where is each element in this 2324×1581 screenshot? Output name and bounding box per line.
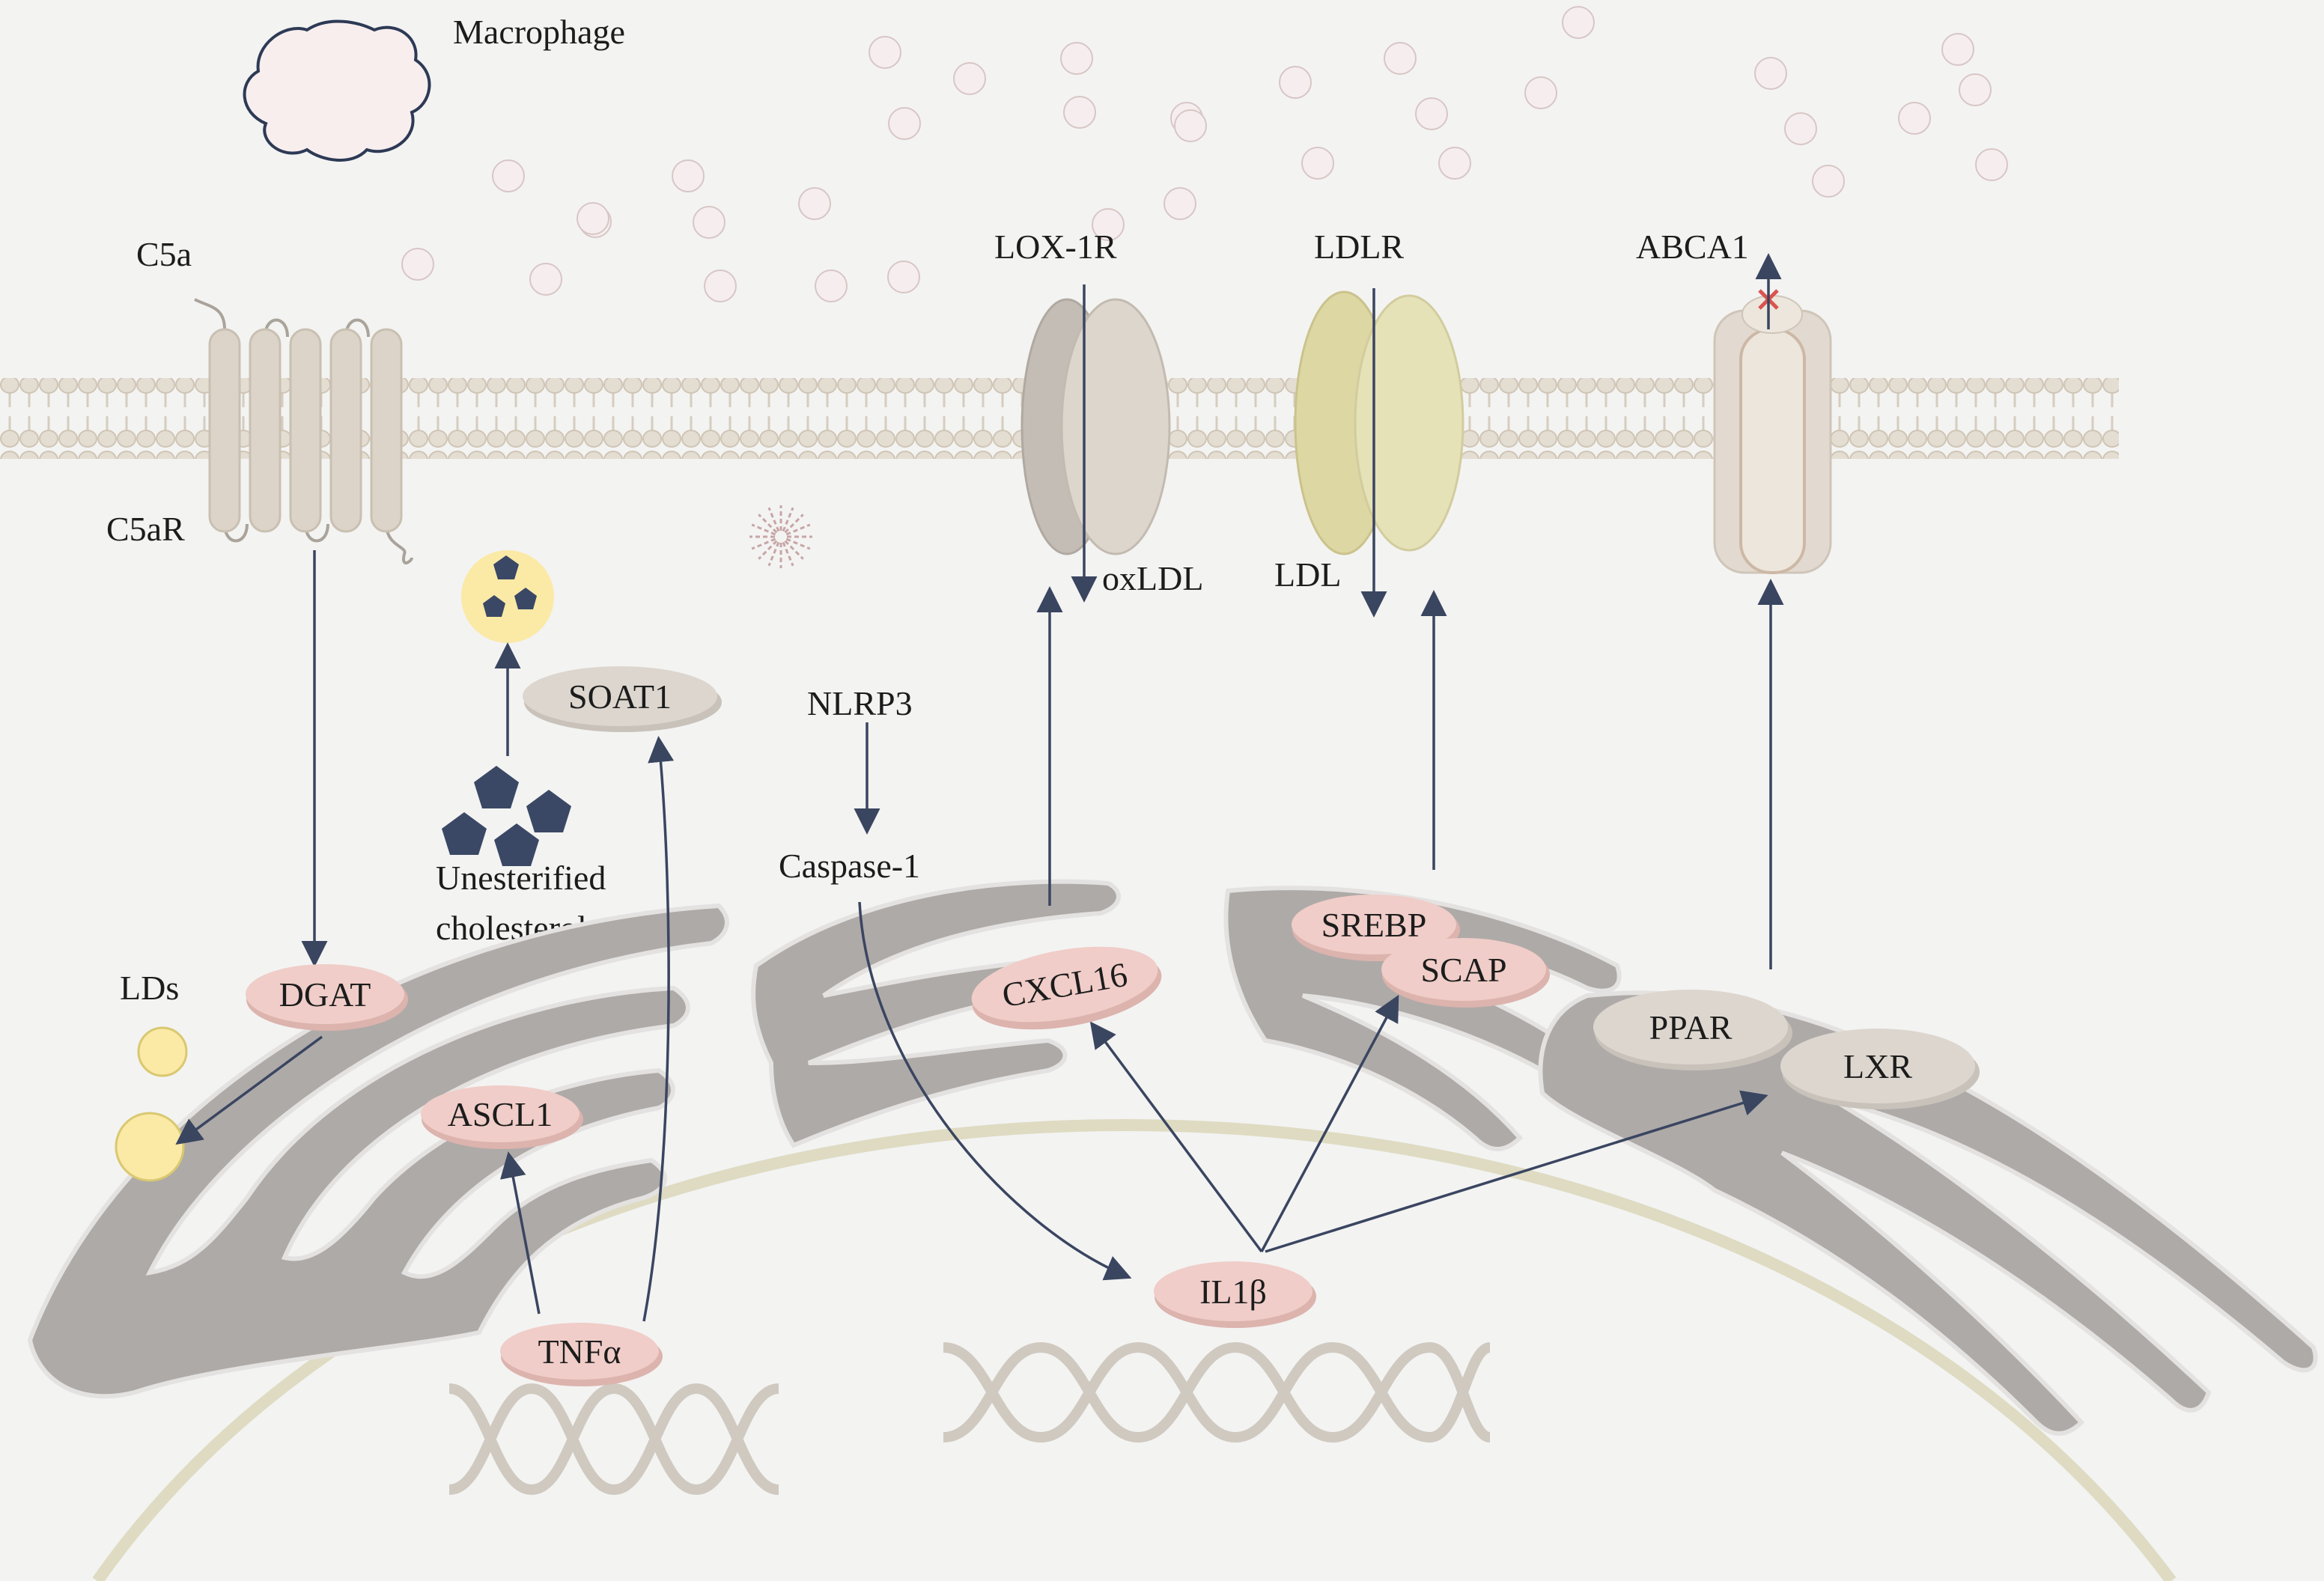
starburst-ray [751,523,776,536]
lds-label: LDs [120,969,179,1007]
arrow-il1b-to-scap [1260,994,1399,1252]
dgat-label: DGAT [279,975,371,1014]
starburst-ray [784,540,804,560]
lipid-droplet-small [137,1026,188,1077]
ldl-particle [1163,187,1196,220]
ldl-particle [1174,109,1207,142]
pathway-arrows [175,253,1784,1322]
ldl-particle [1784,112,1817,145]
ldl-particle [869,36,901,69]
ldl-particle [693,206,726,239]
lipid-droplet-large [115,1112,185,1182]
ldl-particle [1812,165,1845,198]
soat1-node: SOAT1 [523,666,722,732]
starburst-ray [767,507,780,532]
macrophage-label: Macrophage [453,13,625,51]
ldl-particle [672,159,705,192]
ascl1-node: ASCL1 [421,1085,583,1149]
ldl-particle [577,202,609,235]
arrow-tnfa-to-ascl1 [500,1151,541,1315]
lox1r-receptor [1020,298,1171,555]
ldl-particle [1975,148,2008,181]
starburst-icon [749,505,812,568]
srebp-node: SREBP [1292,895,1460,961]
starburst-ray [785,537,811,550]
starburst-ray [767,541,780,567]
ldl-particle [1384,42,1417,75]
lox1r-label: LOX-1R [994,228,1117,266]
ldl-particle [1301,147,1334,180]
ldl-particle [1060,42,1093,75]
arrow-dgat-to-ld [175,1035,323,1145]
ldlr-receptor [1294,290,1464,555]
lxr-node: LXR [1780,1029,1980,1109]
ldl-particle [1959,73,1992,106]
ldl-particle [953,62,986,95]
macrophage-cell [243,19,431,162]
ascl1-label: ASCL1 [448,1095,553,1133]
abca1-label: ABCA1 [1636,228,1749,266]
nlrp3-label: NLRP3 [807,684,913,722]
endoplasmic-reticulum [27,879,2318,1436]
c5a-label: C5a [136,235,192,273]
abca1-transporter [1713,295,1832,574]
il1b-node: IL1β [1154,1261,1316,1328]
starburst-ray [784,514,804,534]
ldl-particle [1092,208,1125,241]
starburst-ray [782,507,794,532]
caspase1-label: Caspase-1 [779,847,920,885]
tnfa-label: TNFα [538,1332,621,1371]
soat1-label: SOAT1 [568,677,672,716]
esterified-cholesterol-icon [483,555,537,617]
arrow-il1b-to-lxr [1265,1090,1768,1253]
esterified-cholesterol-droplet [461,550,554,643]
starburst-ray [782,541,794,567]
tnfa-node: TNFα [500,1323,663,1386]
cxcl16-node: CXCL16 [971,946,1162,1030]
ldl-particle [1415,97,1448,130]
scap-node: SCAP [1381,938,1550,1008]
ldl-particle [1524,76,1557,109]
il1b-label: IL1β [1199,1273,1267,1311]
ppar-node: PPAR [1593,990,1792,1070]
ldl-particle [1279,66,1312,99]
ldl-particle [888,107,921,140]
ldl-particle [1898,102,1931,135]
starburst-ray [758,540,778,560]
dgat-node: DGAT [246,964,408,1031]
ldl-particle [1562,6,1595,39]
lxr-label: LXR [1843,1047,1912,1085]
extracellular-particles [401,6,2008,302]
ldl-particle [1941,33,1974,66]
ldl-particle [798,187,831,220]
c5ar-receptor [194,298,413,564]
unesterified-label-line1: Unesterified [436,859,606,897]
ldl-particle [704,269,737,302]
unesterified-cholesterol-icon [442,766,571,866]
srebp-label: SREBP [1321,906,1427,944]
arrow-caspase1-to-il1b [858,901,1132,1281]
ldl-particle [1063,96,1096,129]
ldl-particle [529,263,562,296]
ldl-particle [815,269,848,302]
ppar-label: PPAR [1649,1008,1733,1047]
arrow-tnfa-to-soat1 [642,736,675,1322]
ldl-particle [1438,147,1471,180]
oxldl-label: oxLDL [1102,559,1203,597]
ldl-particle [1754,57,1787,90]
dna-helix-right [943,1341,1491,1443]
starburst-ray [751,537,776,550]
c5ar-label: C5aR [106,510,185,548]
starburst-ray [785,523,811,536]
scap-label: SCAP [1420,951,1506,989]
ldlr-label: LDLR [1314,228,1404,266]
ldl-particle [492,159,525,192]
ldl-particle [887,261,920,293]
dna-helix-left [448,1383,780,1496]
ldl-label: LDL [1274,555,1341,594]
arrow-il1b-to-cxcl16 [1089,1021,1263,1253]
ldl-particle [401,248,434,281]
starburst-ray [758,514,778,534]
